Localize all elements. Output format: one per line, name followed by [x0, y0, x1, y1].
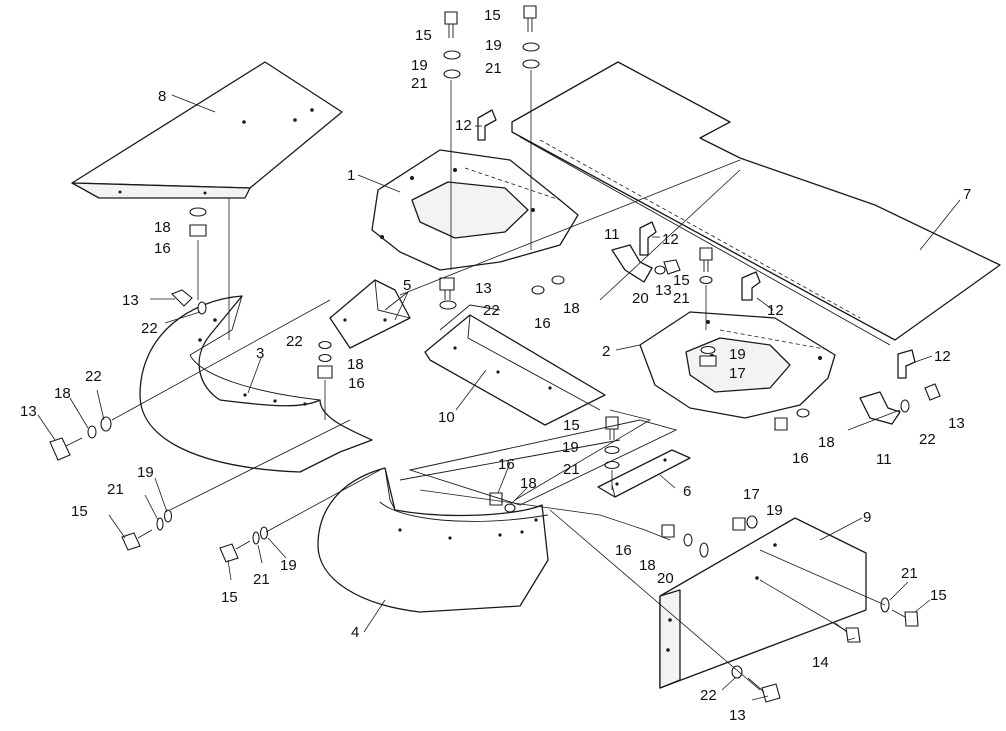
label-12: 12 — [455, 117, 472, 134]
label-13: 13 — [475, 280, 492, 297]
label-13: 13 — [948, 415, 965, 432]
label-12: 12 — [662, 231, 679, 248]
label-15: 15 — [930, 587, 947, 604]
label-15: 15 — [673, 272, 690, 289]
label-20: 20 — [632, 290, 649, 307]
label-21: 21 — [563, 461, 580, 478]
label-2: 2 — [602, 343, 610, 360]
label-22: 22 — [700, 687, 717, 704]
label-19: 19 — [280, 557, 297, 574]
label-7: 7 — [963, 186, 971, 203]
label-18: 18 — [639, 557, 656, 574]
label-11: 11 — [604, 226, 620, 243]
hardware-bolts — [49, 5, 941, 703]
label-18: 18 — [347, 356, 364, 373]
label-19: 19 — [137, 464, 154, 481]
label-22: 22 — [141, 320, 158, 337]
label-3: 3 — [256, 345, 264, 362]
label-21: 21 — [107, 481, 124, 498]
label-13: 13 — [655, 282, 672, 299]
label-16: 16 — [498, 456, 515, 473]
label-15: 15 — [484, 7, 501, 24]
label-11: 11 — [876, 451, 892, 468]
label-13: 13 — [729, 707, 746, 724]
label-21: 21 — [901, 565, 918, 582]
label-16: 16 — [792, 450, 809, 467]
callout-labels: 15 19 21 15 19 21 8 12 1 7 18 16 11 12 5… — [20, 7, 971, 724]
label-19: 19 — [411, 57, 428, 74]
label-15: 15 — [71, 503, 88, 520]
part-12-hook — [477, 109, 916, 379]
label-19: 19 — [729, 346, 746, 363]
part-6-strap — [597, 449, 691, 498]
label-22: 22 — [483, 302, 500, 319]
label-12: 12 — [767, 302, 784, 319]
label-21: 21 — [253, 571, 270, 588]
label-19: 19 — [766, 502, 783, 519]
part-8-deflector — [71, 61, 343, 199]
part-3-curved-shield — [139, 295, 373, 473]
label-16: 16 — [154, 240, 171, 257]
label-8: 8 — [158, 88, 166, 105]
part-11-clip-left — [611, 244, 653, 283]
label-16: 16 — [615, 542, 632, 559]
label-20: 20 — [657, 570, 674, 587]
part-10-bracket — [424, 314, 606, 426]
label-19: 19 — [485, 37, 502, 54]
label-6: 6 — [683, 483, 691, 500]
label-21: 21 — [673, 290, 690, 307]
part-1-mounting-plate — [371, 149, 579, 271]
label-18: 18 — [563, 300, 580, 317]
label-17: 17 — [729, 365, 746, 382]
part-7-cover-plate — [511, 61, 1001, 346]
label-17: 17 — [743, 486, 760, 503]
label-18: 18 — [520, 475, 537, 492]
label-4: 4 — [351, 624, 359, 641]
label-21: 21 — [485, 60, 502, 77]
label-22: 22 — [919, 431, 936, 448]
part-9-side-panel — [659, 517, 867, 689]
label-16: 16 — [534, 315, 551, 332]
label-5: 5 — [403, 277, 411, 294]
label-13: 13 — [122, 292, 139, 309]
label-22: 22 — [286, 333, 303, 350]
label-16: 16 — [348, 375, 365, 392]
label-19: 19 — [562, 439, 579, 456]
label-leaders — [37, 94, 961, 701]
assembly-lines — [111, 70, 901, 691]
label-18: 18 — [818, 434, 835, 451]
label-22: 22 — [85, 368, 102, 385]
label-9: 9 — [863, 509, 871, 526]
label-15: 15 — [415, 27, 432, 44]
label-18: 18 — [54, 385, 71, 402]
label-21: 21 — [411, 75, 428, 92]
label-18: 18 — [154, 219, 171, 236]
part-4-curved-shield — [317, 467, 549, 613]
label-15: 15 — [563, 417, 580, 434]
label-10: 10 — [438, 409, 455, 426]
label-15: 15 — [221, 589, 238, 606]
label-12: 12 — [934, 348, 951, 365]
label-14: 14 — [812, 654, 829, 671]
part-11-clip-right — [859, 391, 901, 425]
label-1: 1 — [347, 167, 355, 184]
label-13: 13 — [20, 403, 37, 420]
